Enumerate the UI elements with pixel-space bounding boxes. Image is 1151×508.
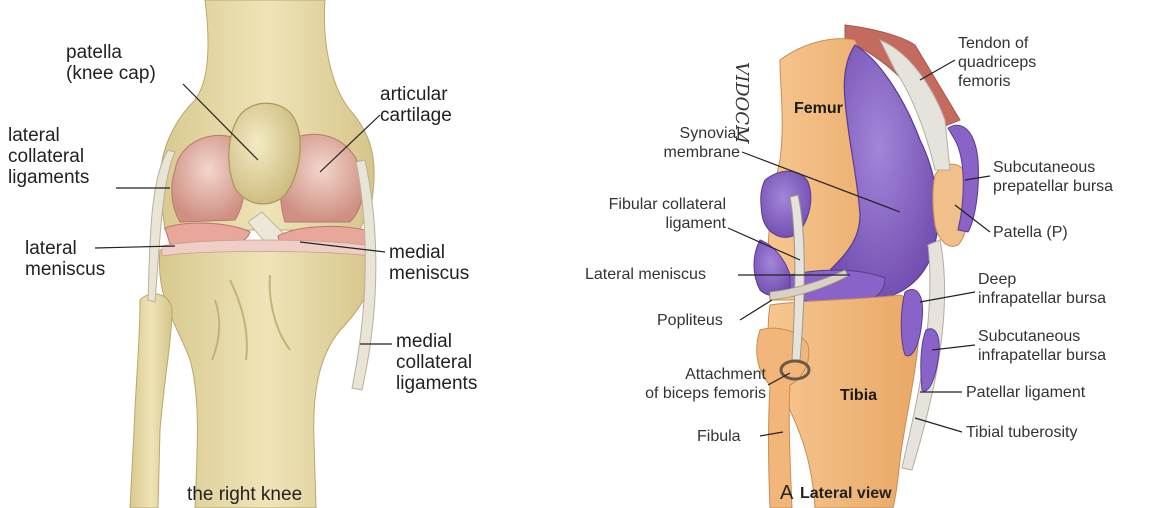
label-tibia: Tibia	[840, 385, 877, 406]
caption-letter: A	[780, 482, 793, 505]
caption-right-knee: the right knee	[187, 484, 302, 506]
label-attachment-biceps-femoris: Attachment of biceps femoris	[620, 365, 766, 403]
label-subcutaneous-infrapatellar-bursa: Subcutaneous infrapatellar bursa	[978, 327, 1106, 365]
label-patella-p: Patella (P)	[993, 223, 1068, 242]
subcutaneous-infrapatellar-bursa	[921, 329, 939, 391]
tibia-bone	[159, 244, 373, 508]
label-tendon-quadriceps: Tendon of quadriceps femoris	[958, 34, 1036, 91]
label-lateral-collateral-ligaments: lateral collateral ligaments	[8, 125, 89, 188]
fibula-bone	[130, 294, 172, 508]
label-medial-collateral-ligaments: medial collateral ligaments	[396, 331, 477, 394]
label-synovial-membrane: Synovial membrane	[640, 124, 740, 162]
label-subcutaneous-prepatellar-bursa: Subcutaneous prepatellar bursa	[993, 158, 1113, 196]
label-lateral-meniscus-right: Lateral meniscus	[585, 265, 706, 284]
label-articular-cartilage: articular cartilage	[380, 84, 452, 126]
label-patella: patella (knee cap)	[66, 42, 156, 84]
label-lateral-meniscus: lateral meniscus	[25, 238, 105, 280]
label-tibial-tuberosity: Tibial tuberosity	[966, 423, 1077, 442]
caption-lateral-view: Lateral view	[800, 485, 892, 503]
label-deep-infrapatellar-bursa: Deep infrapatellar bursa	[978, 270, 1106, 308]
deep-infrapatellar-bursa	[901, 289, 922, 355]
label-popliteus: Popliteus	[657, 311, 723, 330]
label-medial-meniscus: medial meniscus	[389, 242, 469, 284]
label-patellar-ligament: Patellar ligament	[966, 383, 1085, 402]
label-fibular-collateral-ligament: Fibular collateral ligament	[578, 195, 726, 233]
label-fibula: Fibula	[697, 427, 741, 446]
label-femur: Femur	[794, 98, 843, 119]
patella-bone	[229, 103, 300, 204]
